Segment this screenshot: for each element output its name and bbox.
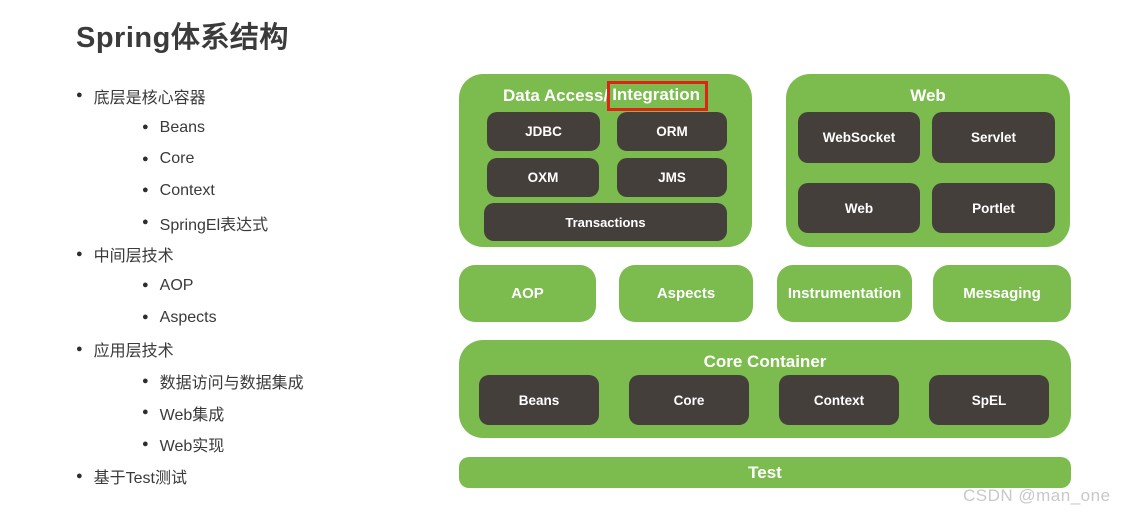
- bullet-icon: ●: [142, 311, 149, 324]
- bullet-icon: ●: [142, 184, 149, 197]
- module-core: Core: [629, 375, 749, 425]
- note-item: ● Context: [76, 175, 436, 207]
- bullet-icon: ●: [76, 89, 83, 102]
- section-web: Web WebSocket Servlet Web Portlet: [786, 74, 1070, 247]
- module-jdbc: JDBC: [487, 112, 600, 151]
- data-access-title-text: Data Access/: [502, 86, 609, 105]
- integration-highlight-box: Integration: [607, 81, 709, 111]
- note-text: Beans: [159, 118, 206, 136]
- module-beans: Beans: [479, 375, 599, 425]
- section-core-title: Core Container: [703, 352, 827, 371]
- note-item: ● SpringEl表达式: [76, 207, 436, 239]
- note-text: Context: [159, 181, 215, 199]
- section-data-access-integration: Data Access/Integration JDBC ORM OXM JMS…: [459, 74, 752, 247]
- note-text: Core: [159, 150, 195, 168]
- bullet-icon: ●: [76, 342, 83, 355]
- note-item: ● AOP: [76, 270, 436, 302]
- note-item: ● Web实现: [76, 429, 436, 461]
- notes-list: ● 底层是核心容器 ● Beans ● Core ● Context ● SpringEl…: [76, 80, 436, 492]
- bullet-icon: ●: [142, 279, 149, 292]
- section-messaging: Messaging: [933, 265, 1071, 322]
- note-text: 应用层技术: [93, 343, 174, 361]
- note-text: 基于Test测试: [93, 470, 188, 488]
- note-text: Web实现: [159, 438, 225, 456]
- section-aspects: Aspects: [619, 265, 753, 322]
- section-instrumentation: Instrumentation: [777, 265, 912, 322]
- note-item: ● Beans: [76, 112, 436, 144]
- module-spel: SpEL: [929, 375, 1049, 425]
- note-item: ● Aspects: [76, 302, 436, 334]
- watermark: CSDN @man_one: [963, 486, 1111, 505]
- note-item: ● 底层是核心容器: [76, 80, 436, 112]
- module-websocket: WebSocket: [798, 112, 920, 163]
- bullet-icon: ●: [142, 437, 149, 450]
- section-test: Test: [459, 457, 1071, 488]
- section-aop: AOP: [459, 265, 596, 322]
- section-data-access-title: Data Access/Integration: [459, 81, 752, 111]
- module-jms: JMS: [617, 158, 727, 197]
- module-web: Web: [798, 183, 920, 233]
- note-text: SpringEl表达式: [159, 216, 269, 234]
- note-item: ● 中间层技术: [76, 238, 436, 270]
- note-text: Aspects: [159, 308, 217, 326]
- note-item: ● 应用层技术: [76, 334, 436, 366]
- bullet-icon: ●: [142, 406, 149, 419]
- module-orm: ORM: [617, 112, 727, 151]
- bullet-icon: ●: [142, 216, 149, 229]
- module-servlet: Servlet: [932, 112, 1055, 163]
- note-item: ● Web集成: [76, 397, 436, 429]
- module-oxm: OXM: [487, 158, 599, 197]
- note-item: ● Core: [76, 143, 436, 175]
- page-title: Spring体系结构: [76, 22, 289, 54]
- bullet-icon: ●: [76, 247, 83, 260]
- module-portlet: Portlet: [932, 183, 1055, 233]
- bullet-icon: ●: [142, 121, 149, 134]
- module-transactions: Transactions: [484, 203, 727, 241]
- section-core-container: Core Container Beans Core Context SpEL: [459, 340, 1071, 438]
- bullet-icon: ●: [76, 469, 83, 482]
- note-text: AOP: [159, 276, 194, 294]
- bullet-icon: ●: [142, 374, 149, 387]
- note-item: ● 数据访问与数据集成: [76, 365, 436, 397]
- bullet-icon: ●: [142, 152, 149, 165]
- section-web-title: Web: [910, 86, 946, 105]
- note-text: 数据访问与数据集成: [159, 375, 304, 393]
- module-context: Context: [779, 375, 899, 425]
- note-item: ● 基于Test测试: [76, 460, 436, 492]
- note-text: Web集成: [159, 406, 225, 424]
- note-text: 中间层技术: [93, 248, 174, 266]
- note-text: 底层是核心容器: [93, 89, 206, 107]
- spring-architecture-diagram: Data Access/Integration JDBC ORM OXM JMS…: [459, 74, 1071, 488]
